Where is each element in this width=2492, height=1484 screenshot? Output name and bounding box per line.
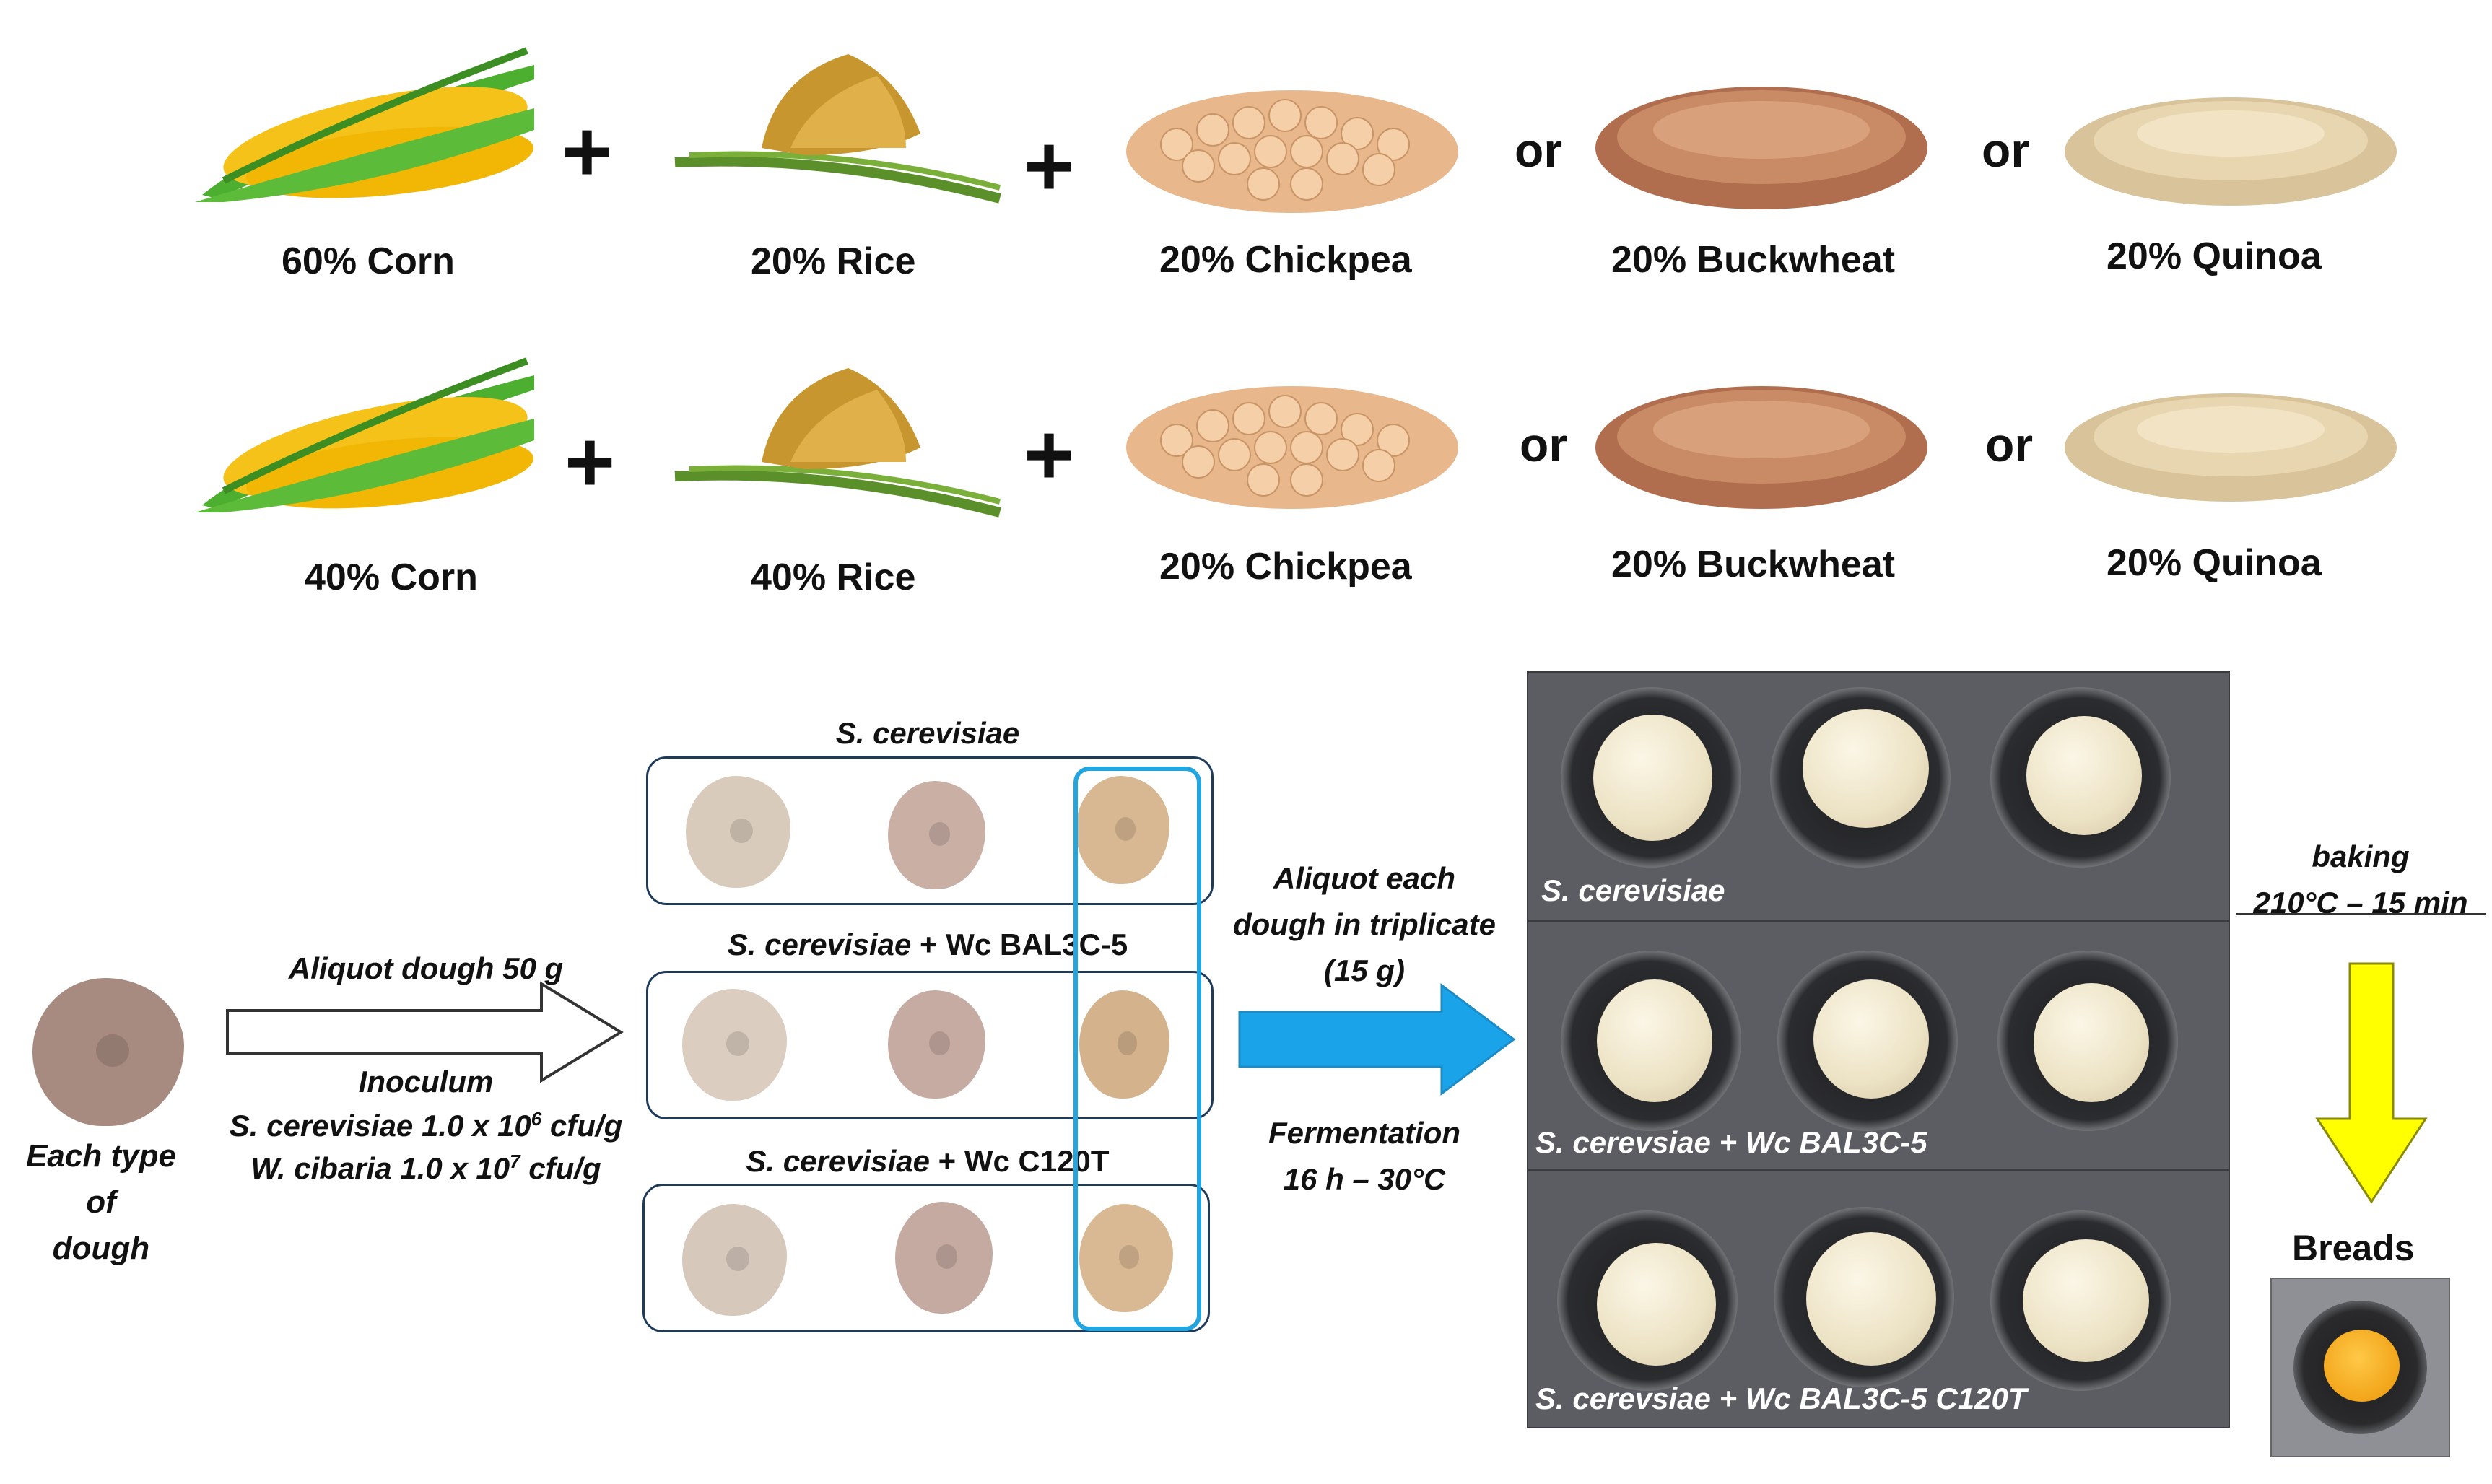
wc-value: 1.0 x 10 xyxy=(400,1151,510,1185)
plus-operator: + xyxy=(562,103,613,200)
fermentation-label: Fermentation 16 h – 30°C xyxy=(1213,1110,1516,1203)
plus-operator: + xyxy=(1024,406,1075,503)
breads-label: Breads xyxy=(2292,1228,2415,1268)
group-box-sc-bal3c5 xyxy=(646,971,1214,1119)
sc-inoculum-line: S. cerevisiae 1.0 x 106 cfu/g xyxy=(209,1108,642,1143)
triplicate-highlight xyxy=(1073,767,1201,1331)
dough-label: Each type of dough xyxy=(0,1133,202,1272)
ingredient-label: 40% Rice xyxy=(751,556,916,598)
sc-unit: cfu/g xyxy=(549,1109,623,1143)
corn-image xyxy=(195,357,534,512)
baking-tray: S. cerevisiae xyxy=(1527,671,2230,923)
group-title-sc-c120t: S. cerevisiae + Wc C120T xyxy=(646,1144,1209,1179)
dough-label-line: of xyxy=(86,1184,116,1220)
plus-operator: + xyxy=(1024,118,1075,214)
baking-arrow xyxy=(2315,962,2428,1204)
wc-name: W. cibaria xyxy=(250,1151,392,1185)
or-operator: or xyxy=(1985,418,2033,471)
note-line: baking xyxy=(2312,839,2410,873)
dough-sample xyxy=(888,781,985,889)
sc-exponent: 6 xyxy=(531,1108,542,1130)
ingredient-label: 20% Rice xyxy=(751,240,916,282)
buckwheat-image xyxy=(1595,386,1927,509)
dough-sample xyxy=(686,776,790,888)
dough-sample xyxy=(1079,1204,1173,1312)
dough-label-line: Each type xyxy=(26,1138,176,1174)
ingredient-label: 20% Quinoa xyxy=(2107,542,2322,584)
tray-label: S. cerevsiae + Wc BAL3C-5 xyxy=(1535,1125,1927,1159)
group-box-sc xyxy=(646,756,1214,905)
note-line: Fermentation xyxy=(1268,1116,1461,1150)
sc-name: S. cerevisiae xyxy=(229,1109,414,1143)
corn-image xyxy=(195,47,534,202)
fermentation-arrow xyxy=(1238,983,1516,1096)
dough-sample xyxy=(682,989,787,1101)
group-box-sc-c120t xyxy=(642,1184,1210,1332)
dough-sample xyxy=(1079,990,1169,1099)
or-operator: or xyxy=(1520,418,1567,471)
sc-value: 1.0 x 10 xyxy=(421,1109,531,1143)
rice-image xyxy=(674,368,1001,518)
quinoa-image xyxy=(2065,393,2397,502)
quinoa-image xyxy=(2065,97,2397,206)
aliquot-triplicate-label: Aliquot each dough in triplicate (15 g) xyxy=(1213,855,1516,994)
wc-unit: cfu/g xyxy=(528,1151,601,1185)
group-species: S. cerevisiae xyxy=(727,928,912,961)
baking-tray: S. cerevsiae + Wc BAL3C-5 xyxy=(1527,920,2230,1172)
ingredient-label: 20% Chickpea xyxy=(1159,239,1412,281)
group-species: S. cerevisiae xyxy=(835,716,1020,750)
baking-label: baking 210°C – 15 min xyxy=(2238,834,2483,926)
plus-operator: + xyxy=(565,414,616,510)
group-title-sc-bal3c5: S. cerevisiae + Wc BAL3C-5 xyxy=(646,928,1209,962)
aliquot-label: Aliquot dough 50 g xyxy=(288,951,564,985)
tray-label: S. cerevsiae + Wc BAL3C-5 C120T xyxy=(1535,1382,2027,1415)
note-line: 210°C – 15 min xyxy=(2253,886,2468,920)
or-operator: or xyxy=(1515,123,1562,177)
wc-exponent: 7 xyxy=(510,1151,520,1172)
dough-ball xyxy=(32,978,184,1126)
bread-photo xyxy=(2270,1278,2450,1457)
note-line: dough in triplicate xyxy=(1233,907,1496,941)
tray-label: S. cerevisiae xyxy=(1541,873,1725,907)
or-operator: or xyxy=(1982,123,2029,177)
chickpea-image xyxy=(1126,90,1458,213)
rice-image xyxy=(674,54,1001,204)
dough-sample xyxy=(1076,776,1169,884)
dough-sample xyxy=(888,990,985,1099)
dough-label-line: dough xyxy=(52,1231,150,1266)
note-line: Aliquot each xyxy=(1273,861,1456,895)
dough-sample xyxy=(682,1204,787,1316)
ingredient-label: 40% Corn xyxy=(305,556,478,598)
aliquot-arrow xyxy=(226,981,624,1083)
ingredient-label: 20% Buckwheat xyxy=(1611,239,1896,281)
ingredient-label: 20% Quinoa xyxy=(2107,235,2322,277)
ingredient-label: 20% Buckwheat xyxy=(1611,544,1896,585)
note-line: (15 g) xyxy=(1323,953,1405,987)
chickpea-image xyxy=(1126,386,1458,509)
note-line: 16 h – 30°C xyxy=(1283,1162,1446,1196)
wc-inoculum-line: W. cibaria 1.0 x 107 cfu/g xyxy=(209,1151,642,1186)
group-title-sc: S. cerevisiae xyxy=(646,716,1209,751)
dough-sample xyxy=(895,1202,993,1314)
group-strain: + Wc C120T xyxy=(929,1144,1110,1178)
ingredient-label: 20% Chickpea xyxy=(1159,546,1412,588)
baking-divider xyxy=(2236,913,2486,915)
inoculum-title: Inoculum xyxy=(358,1065,494,1099)
ingredient-label: 60% Corn xyxy=(282,240,455,282)
group-species: S. cerevisiae xyxy=(746,1144,930,1178)
group-strain: + Wc BAL3C-5 xyxy=(911,928,1128,961)
baking-tray: S. cerevsiae + Wc BAL3C-5 C120T xyxy=(1527,1169,2230,1428)
buckwheat-image xyxy=(1595,87,1927,209)
